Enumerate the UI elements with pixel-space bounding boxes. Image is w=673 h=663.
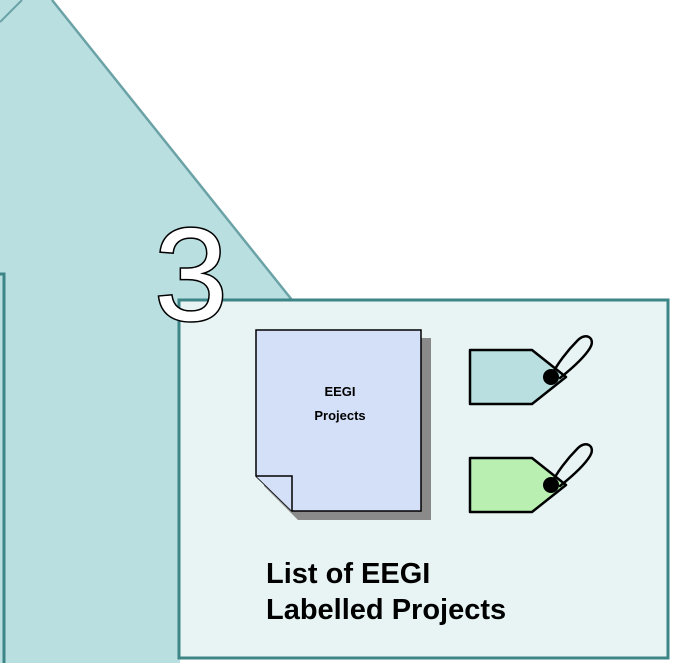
document-title-line1: EEGI (324, 384, 355, 399)
green-tag-icon (468, 443, 594, 514)
blue-tag-icon (468, 335, 594, 406)
step-number: 3 (154, 201, 227, 348)
background-arrow-shape (0, 0, 292, 663)
panel-caption: List of EEGI Labelled Projects (266, 556, 666, 628)
caption-line2: Labelled Projects (266, 594, 507, 626)
document-icon: EEGI Projects (255, 329, 422, 512)
background-shape-top-edge (0, 0, 23, 23)
background-shape-edge (51, 0, 293, 301)
document-title-line2: Projects (314, 408, 365, 423)
left-panel-edge (0, 272, 6, 663)
caption-line1: List of EEGI (266, 558, 431, 590)
